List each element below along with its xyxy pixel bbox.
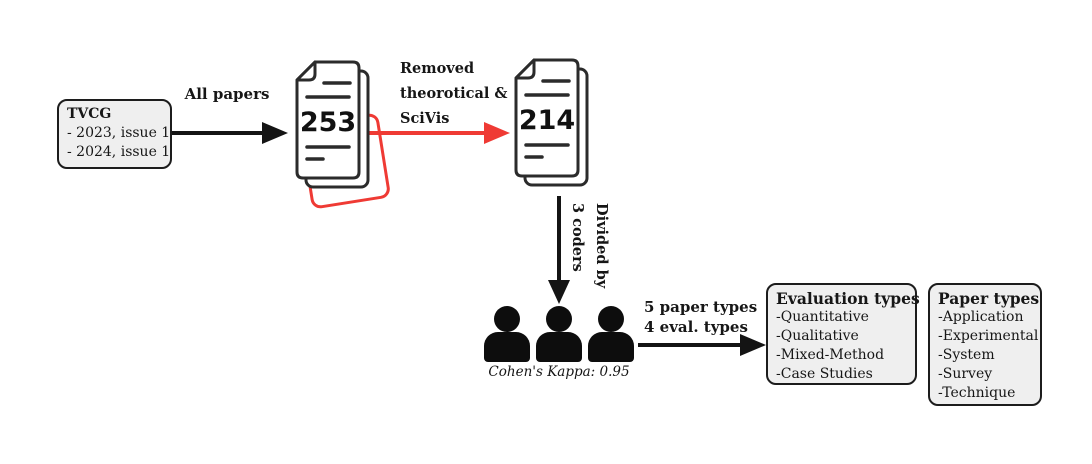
types-note-line1: 5 paper types xyxy=(644,298,758,316)
person-head xyxy=(546,306,572,332)
person-head xyxy=(598,306,624,332)
source-box-line-2023: - 2023, issue 1 xyxy=(67,125,171,141)
paper-type-item: -System xyxy=(938,347,995,363)
all-papers-arrowhead-icon xyxy=(262,122,288,144)
paper-types-box: Paper types -Application -Experimental -… xyxy=(928,283,1042,406)
divided-note: Divided by 3 coders xyxy=(565,203,613,315)
divided-arrow-shaft xyxy=(557,196,561,280)
paper-type-item: -Survey xyxy=(938,366,993,382)
person-body xyxy=(588,332,634,362)
paper-count-214: 214 xyxy=(519,105,575,136)
removed-note-line2: theorotical & xyxy=(400,85,508,102)
types-note-line2: 4 eval. types xyxy=(644,318,748,336)
all-papers-arrow-shaft xyxy=(172,131,264,135)
cohens-kappa-label: Cohen's Kappa: 0.95 xyxy=(488,364,630,380)
doc-stack-214: 214 xyxy=(513,57,597,197)
evaluation-types-title: Evaluation types xyxy=(776,289,920,308)
source-box-title: TVCG xyxy=(67,106,112,122)
person-head xyxy=(494,306,520,332)
person-body xyxy=(484,332,530,362)
removed-note-line3: SciVis xyxy=(400,110,450,127)
divided-note-line2: 3 coders xyxy=(569,203,586,272)
evaluation-type-item: -Qualitative xyxy=(776,328,859,344)
evaluation-type-item: -Case Studies xyxy=(776,366,873,382)
coder-person-icon xyxy=(484,306,530,362)
document-stack-icon: 214 xyxy=(514,58,589,187)
removed-arrow-shaft xyxy=(366,131,486,135)
source-box-line-2024: - 2024, issue 1 xyxy=(67,144,171,160)
divided-arrowhead-icon xyxy=(548,280,570,304)
evaluation-types-box: Evaluation types -Quantitative -Qualitat… xyxy=(766,283,920,385)
doc-stack-253: 253 xyxy=(294,59,378,199)
paper-type-item: -Application xyxy=(938,309,1024,325)
paper-type-item: -Technique xyxy=(938,385,1016,401)
document-stack-icon: 253 xyxy=(295,60,370,189)
types-arrowhead-icon xyxy=(740,334,766,356)
all-papers-label: All papers xyxy=(184,85,270,103)
removed-note-line1: Removed xyxy=(400,60,475,77)
paper-types-title: Paper types xyxy=(938,289,1040,308)
removed-arrowhead-icon xyxy=(484,122,510,144)
evaluation-type-item: -Mixed-Method xyxy=(776,347,885,363)
coders-group xyxy=(484,306,634,362)
evaluation-type-item: -Quantitative xyxy=(776,309,869,325)
source-box-tvcg: TVCG - 2023, issue 1 - 2024, issue 1 xyxy=(57,99,172,169)
coder-person-icon xyxy=(536,306,582,362)
divided-note-line1: Divided by xyxy=(593,203,610,289)
removed-note: Removed theorotical & SciVis xyxy=(400,56,508,131)
paper-count-253: 253 xyxy=(300,107,356,138)
paper-type-item: -Experimental xyxy=(938,328,1039,344)
person-body xyxy=(536,332,582,362)
types-note: 5 paper types 4 eval. types xyxy=(644,297,757,337)
coder-person-icon xyxy=(588,306,634,362)
types-arrow-shaft xyxy=(638,343,742,347)
